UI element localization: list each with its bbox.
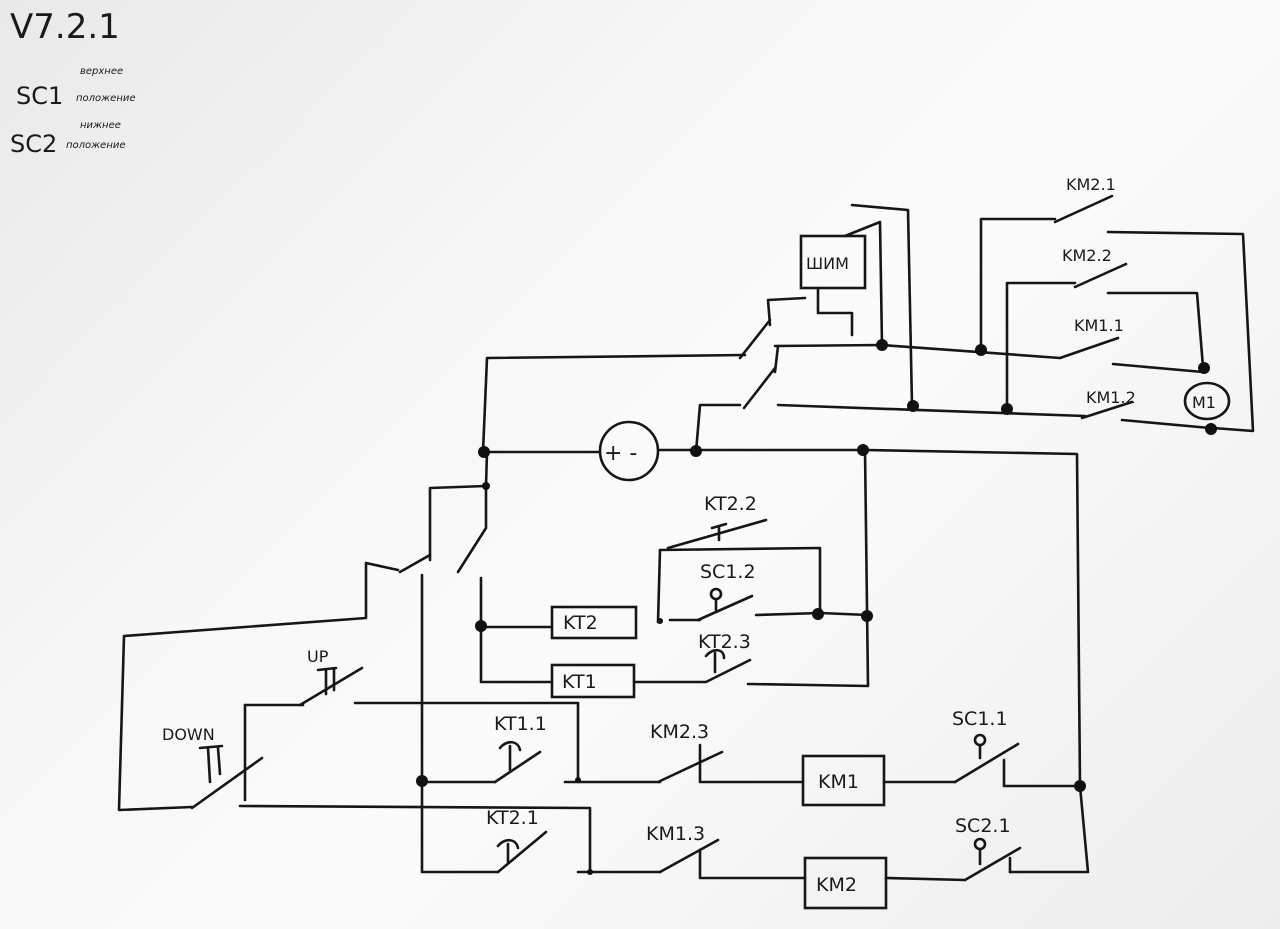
contact-sc1-1-label: SC1.1	[952, 708, 1008, 730]
kt1-label: KT1	[562, 671, 597, 693]
kt2-label: KT2	[563, 612, 598, 634]
contactor-km1-coil: KM1	[801, 754, 886, 807]
km2-label: KM2	[816, 874, 857, 896]
contact-kt2-1-label: KT2.1	[486, 807, 539, 829]
legend-sc1-code: SC1	[16, 82, 63, 110]
junction-dots	[416, 339, 1217, 875]
contact-down-label: DOWN	[162, 725, 215, 744]
contact-km2-3-label: KM2.3	[650, 721, 709, 743]
contact-km1-2-label: KM1.2	[1086, 388, 1136, 407]
legend-sc2-note-2: положение	[66, 140, 126, 151]
contact-kt2-3-label: KT2.3	[698, 631, 751, 653]
contact-km2-1-label: KM2.1	[1066, 175, 1116, 194]
wiring	[117, 194, 1255, 882]
km1-label: KM1	[818, 771, 859, 793]
pwm-label: ШИМ	[806, 254, 849, 273]
relay-kt1-coil: KT1	[550, 663, 636, 699]
legend-sc2-code: SC2	[10, 130, 57, 158]
motor-m1: M1	[1183, 381, 1231, 421]
legend-sc1-note-2: положение	[76, 93, 136, 104]
actuator-symbols	[198, 522, 987, 866]
relay-kt2-coil: KT2	[550, 605, 638, 640]
supply-label: + -	[604, 441, 637, 466]
contactor-km2-coil: KM2	[803, 856, 888, 910]
contact-labels: KM2.1 KM2.2 KM1.1 KM1.2 KT2.2 SC1.2 KT2.…	[162, 175, 1136, 845]
contact-sc2-1-label: SC2.1	[955, 815, 1011, 837]
motor-label: M1	[1192, 393, 1216, 412]
contact-up-label: UP	[307, 647, 329, 666]
contact-sc1-2-label: SC1.2	[700, 561, 756, 583]
contact-kt2-2-label: KT2.2	[704, 493, 757, 515]
legend-sc2-note-1: нижнее	[80, 120, 121, 131]
legend-sc1-note-1: верхнее	[80, 66, 123, 77]
pwm-module: ШИМ	[799, 234, 867, 290]
power-supply: + -	[598, 420, 660, 482]
contact-km1-1-label: KM1.1	[1074, 316, 1124, 335]
version-title: V7.2.1	[10, 7, 120, 47]
contact-km1-3-label: KM1.3	[646, 823, 705, 845]
contact-kt1-1-label: KT1.1	[494, 713, 547, 735]
contact-km2-2-label: KM2.2	[1062, 246, 1112, 265]
